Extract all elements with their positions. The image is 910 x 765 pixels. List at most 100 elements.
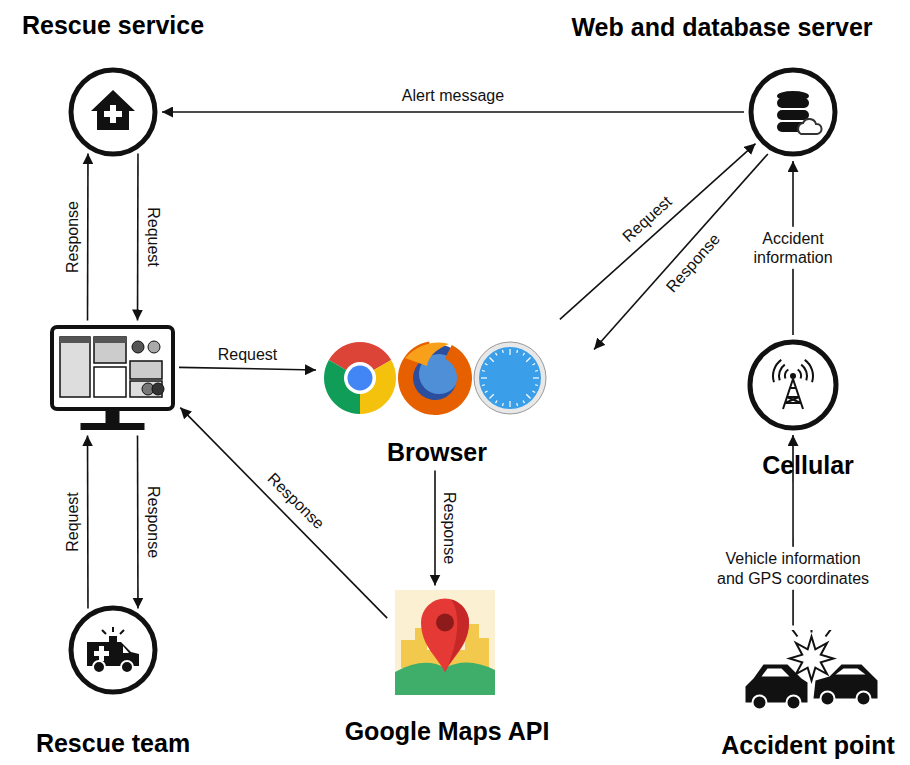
tower-symbol bbox=[783, 379, 803, 409]
flow-arrow bbox=[137, 436, 139, 609]
safari-tick bbox=[489, 357, 493, 361]
browser-node: Browser bbox=[320, 338, 550, 466]
safari-tick bbox=[509, 349, 510, 355]
dashboard-panel bbox=[94, 337, 126, 363]
safari-needle-white bbox=[488, 374, 514, 400]
safari-tick bbox=[533, 377, 539, 378]
icon-group bbox=[52, 327, 173, 430]
node-icon bbox=[68, 67, 158, 157]
node-shape bbox=[748, 67, 838, 157]
flow-arrow bbox=[162, 111, 744, 113]
car-wheel bbox=[821, 691, 835, 705]
node-circle bbox=[751, 70, 835, 154]
dashboard-panel bbox=[94, 367, 126, 397]
accident-node: Accident point bbox=[721, 630, 895, 760]
database-disk bbox=[777, 110, 809, 120]
safari-tick bbox=[533, 391, 536, 393]
safari-tick bbox=[526, 394, 530, 398]
icon-group bbox=[746, 630, 878, 710]
server-node: Web and database server bbox=[571, 13, 872, 157]
antenna-dot bbox=[790, 373, 796, 379]
node-circle bbox=[71, 608, 155, 692]
node-shape bbox=[747, 339, 839, 431]
map-pin-shade bbox=[445, 599, 469, 672]
node-icon bbox=[68, 605, 158, 695]
rescue-team-node: Rescue team bbox=[36, 605, 190, 757]
node-title: Rescue service bbox=[22, 11, 204, 40]
node-title: Web and database server bbox=[571, 13, 872, 42]
firefox-icon bbox=[398, 341, 472, 415]
status-dot bbox=[152, 383, 164, 395]
safari-tick bbox=[502, 403, 504, 406]
maps-api-node: Google Maps API bbox=[345, 590, 550, 746]
siren bbox=[109, 636, 117, 642]
edge-label: Alert message bbox=[402, 86, 504, 105]
node-circle bbox=[71, 70, 155, 154]
edge-label: Request bbox=[63, 492, 82, 552]
icon-group bbox=[324, 341, 546, 415]
edge-label: Request bbox=[218, 345, 278, 364]
icon-group bbox=[71, 608, 155, 692]
monitor-neck bbox=[106, 411, 120, 423]
icon-group bbox=[751, 70, 835, 154]
car-left-window bbox=[762, 668, 790, 676]
car-wheel bbox=[787, 695, 801, 709]
node-title: Accident point bbox=[721, 731, 895, 760]
safari-tick bbox=[502, 350, 504, 353]
dashboard-panel bbox=[130, 361, 162, 379]
chrome-ring bbox=[344, 362, 376, 394]
flow-arrow bbox=[87, 436, 89, 609]
service-node: Rescue service bbox=[22, 11, 204, 157]
wheel bbox=[93, 661, 105, 673]
window bbox=[123, 646, 129, 653]
flow-arrow bbox=[180, 408, 387, 619]
node-shape bbox=[68, 67, 158, 157]
safari-tick bbox=[482, 384, 485, 386]
chrome-center bbox=[348, 366, 373, 391]
chrome-icon bbox=[324, 342, 396, 414]
safari-tick bbox=[523, 401, 525, 404]
edge-label: Request bbox=[143, 207, 162, 267]
cross-symbol bbox=[94, 646, 109, 661]
signal-wave bbox=[773, 360, 813, 382]
safari-tick bbox=[516, 350, 518, 353]
signal-wave bbox=[779, 365, 807, 381]
safari-tick bbox=[485, 391, 488, 393]
flow-arrow bbox=[137, 153, 139, 320]
safari-tick bbox=[523, 353, 525, 356]
node-circle bbox=[750, 342, 836, 428]
signal-wave bbox=[785, 370, 801, 379]
flow-arrow bbox=[87, 153, 89, 320]
safari-tick bbox=[485, 364, 488, 366]
dashboard-monitor bbox=[50, 325, 175, 432]
status-dot bbox=[148, 341, 160, 353]
safari-tick bbox=[496, 401, 498, 404]
siren-rays bbox=[102, 627, 124, 634]
monitor-frame bbox=[52, 327, 173, 409]
database-top bbox=[777, 91, 809, 101]
node-icon bbox=[747, 339, 839, 431]
node-shape bbox=[50, 325, 175, 432]
safari-tick bbox=[535, 384, 538, 386]
impact-lines bbox=[792, 630, 832, 637]
safari-rim bbox=[474, 342, 546, 414]
safari-icon bbox=[474, 342, 546, 414]
car-wheel bbox=[857, 691, 871, 705]
cloud-symbol bbox=[798, 119, 821, 134]
node-icon bbox=[50, 325, 175, 432]
node-icon bbox=[744, 630, 879, 715]
node-title: Rescue team bbox=[36, 729, 190, 758]
safari-tick bbox=[481, 377, 487, 378]
node-title: Browser bbox=[387, 438, 487, 467]
icon-group bbox=[71, 70, 155, 154]
monitor-base bbox=[81, 423, 145, 430]
flow-arrow bbox=[179, 367, 316, 370]
map-ground bbox=[395, 590, 495, 695]
safari-tick bbox=[509, 401, 510, 407]
safari-needle-red bbox=[506, 356, 532, 382]
panel-header bbox=[94, 337, 126, 343]
node-shape bbox=[395, 590, 495, 695]
map-pin bbox=[421, 598, 469, 672]
firefox-fox bbox=[398, 341, 472, 415]
dashboard-panel bbox=[60, 337, 90, 397]
